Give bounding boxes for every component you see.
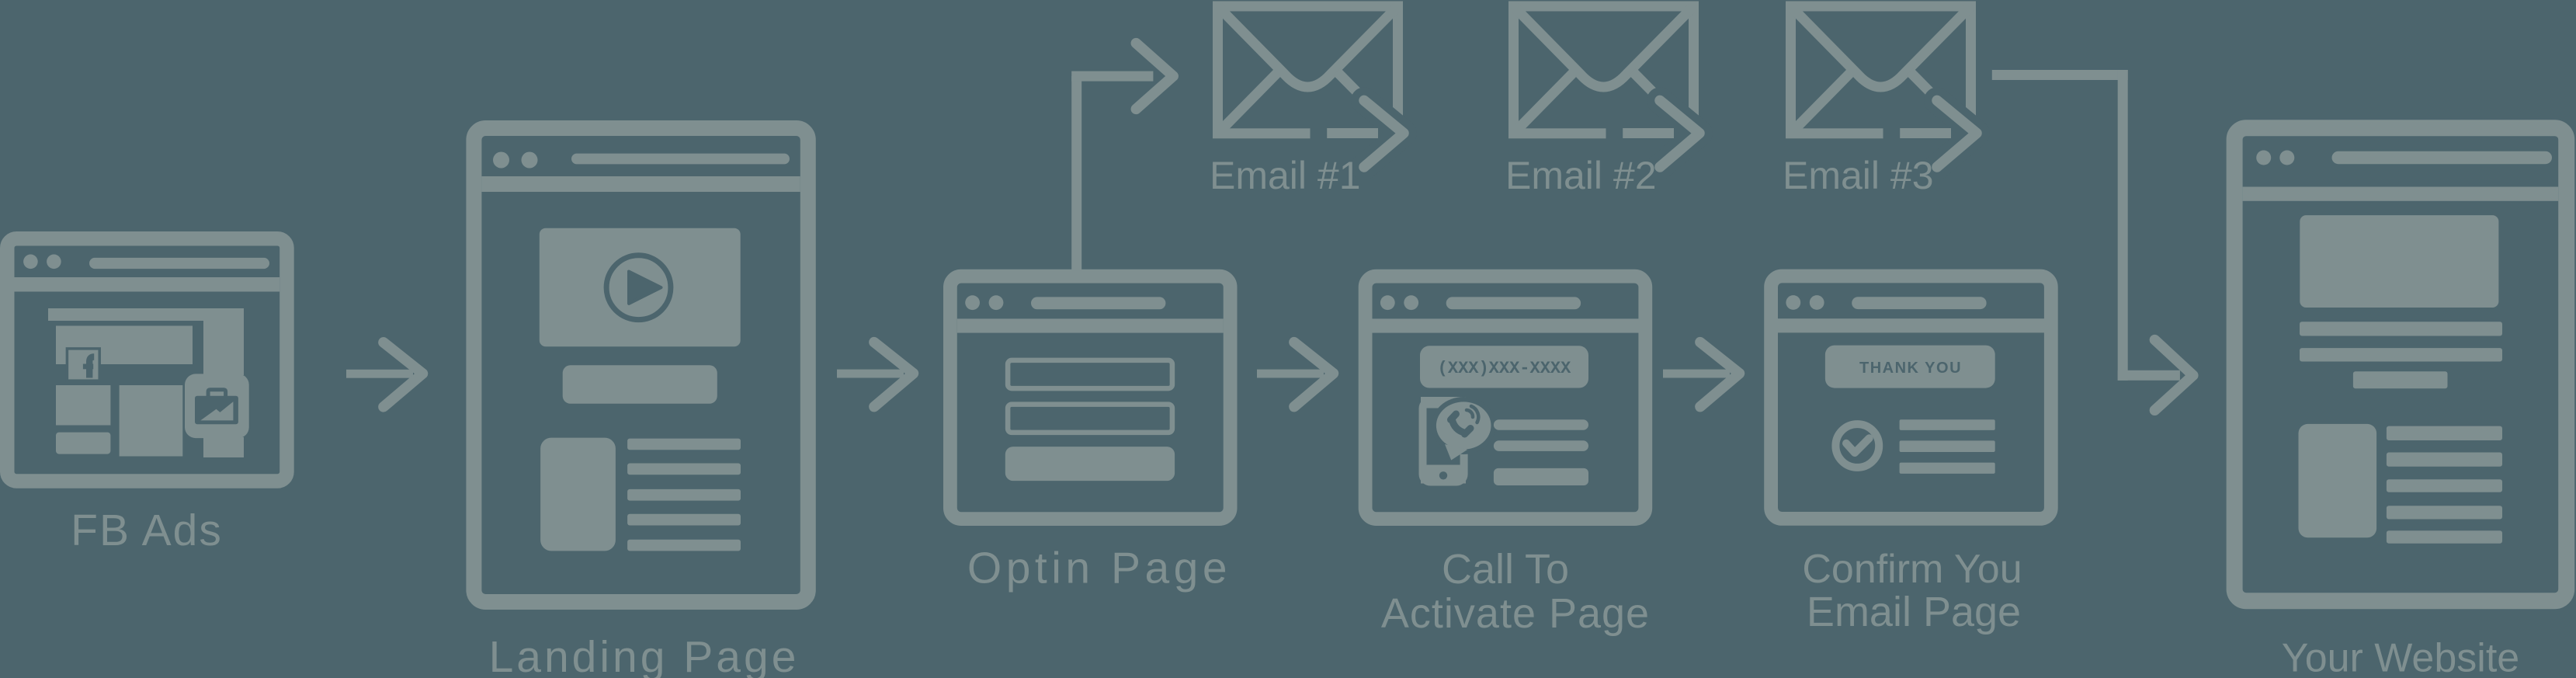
svg-text:Email #3: Email #3 [1783,154,1934,197]
svg-text:Call To: Call To [1442,546,1569,593]
svg-text:Your Website: Your Website [2282,636,2519,678]
svg-text:(XXX)XXX-XXXX: (XXX)XXX-XXXX [1438,359,1571,378]
svg-text:Email #1: Email #1 [1210,154,1361,197]
svg-text:Landing Page: Landing Page [489,632,800,678]
svg-text:THANK YOU: THANK YOU [1859,360,1962,377]
svg-text:Optin Page: Optin Page [967,544,1231,593]
svg-text:FB Ads: FB Ads [71,506,223,555]
svg-text:Activate Page: Activate Page [1381,590,1650,637]
svg-text:Email #2: Email #2 [1505,154,1657,197]
svg-text:Email Page: Email Page [1807,589,2021,635]
svg-text:Confirm You: Confirm You [1802,547,2022,592]
